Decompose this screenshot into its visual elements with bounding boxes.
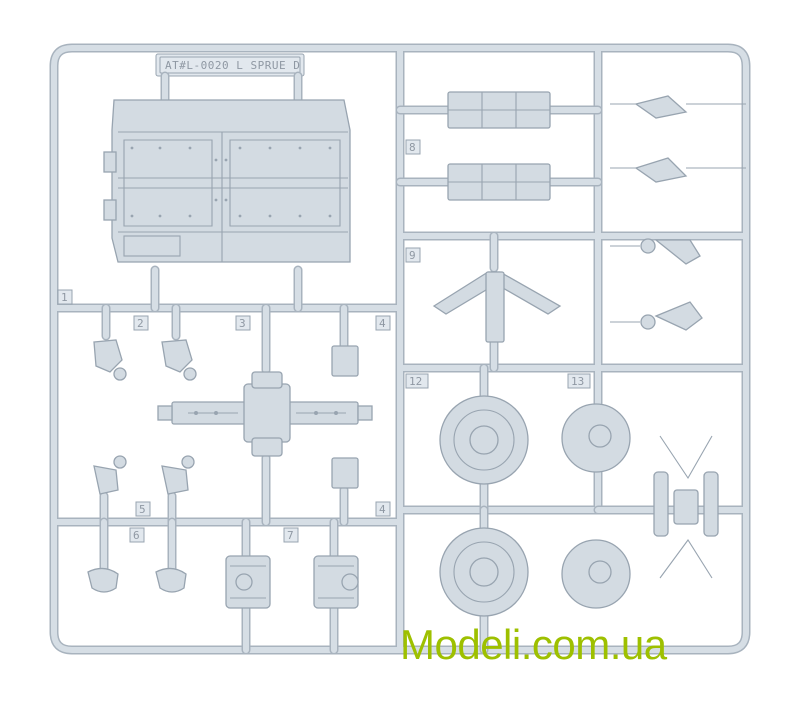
bracket-part xyxy=(93,455,127,527)
part-number-label: 2 xyxy=(133,315,149,331)
suspension-link-part xyxy=(610,95,746,119)
part-number-label: 7 xyxy=(283,527,299,543)
svg-text:5: 5 xyxy=(139,503,146,516)
steering-arm-part xyxy=(610,238,701,265)
part-number-label: 4 xyxy=(375,501,391,517)
seat-frame-part xyxy=(395,91,603,129)
wheel-part xyxy=(439,505,529,655)
hook-part xyxy=(155,517,187,593)
plate-part xyxy=(331,303,359,377)
svg-text:8: 8 xyxy=(409,141,416,154)
svg-text:7: 7 xyxy=(287,529,294,542)
wheel-part xyxy=(439,363,529,515)
part-number-label: 4 xyxy=(375,315,391,331)
a-frame-part xyxy=(432,231,562,373)
seat-frame-part xyxy=(395,163,603,201)
svg-text:1: 1 xyxy=(61,291,68,304)
hook-part xyxy=(87,517,119,593)
part-number-label: 3 xyxy=(235,315,251,331)
bracket-part xyxy=(93,303,127,381)
hub-disc-part xyxy=(561,539,631,609)
svg-text:4: 4 xyxy=(379,503,386,516)
suspension-link-part xyxy=(610,157,746,183)
part-number-label: 13 xyxy=(567,373,591,389)
bracket-part xyxy=(161,455,195,527)
axle-block-part xyxy=(225,517,271,655)
svg-text:2: 2 xyxy=(137,317,144,330)
part-number-label: 5 xyxy=(135,501,151,517)
transfer-frame-part xyxy=(157,303,373,527)
bracket-part xyxy=(161,303,197,381)
part-number-labels: 1 2 3 4 5 6 7 4 xyxy=(57,139,591,543)
hub-disc-part xyxy=(561,403,631,473)
sprue-name-tag: AT#L-0020 L SPRUE D xyxy=(155,53,305,77)
plate-part xyxy=(331,457,359,527)
svg-text:6: 6 xyxy=(133,529,140,542)
svg-text:3: 3 xyxy=(239,317,246,330)
part-number-label: 12 xyxy=(405,373,429,389)
spring-frame-part xyxy=(593,435,719,579)
svg-text:13: 13 xyxy=(571,375,584,388)
watermark-text: Modeli.com.ua xyxy=(400,621,667,668)
svg-text:9: 9 xyxy=(409,249,416,262)
svg-text:12: 12 xyxy=(409,375,422,388)
floor-panel-part xyxy=(103,71,351,313)
steering-arm-part xyxy=(610,301,703,331)
part-number-label: 1 xyxy=(57,289,73,305)
sprue-name-text: AT#L-0020 L SPRUE D xyxy=(165,59,300,72)
part-number-label: 9 xyxy=(405,247,421,263)
axle-block-part xyxy=(313,517,359,655)
part-number-label: 8 xyxy=(405,139,421,155)
svg-text:4: 4 xyxy=(379,317,386,330)
part-number-label: 6 xyxy=(129,527,145,543)
